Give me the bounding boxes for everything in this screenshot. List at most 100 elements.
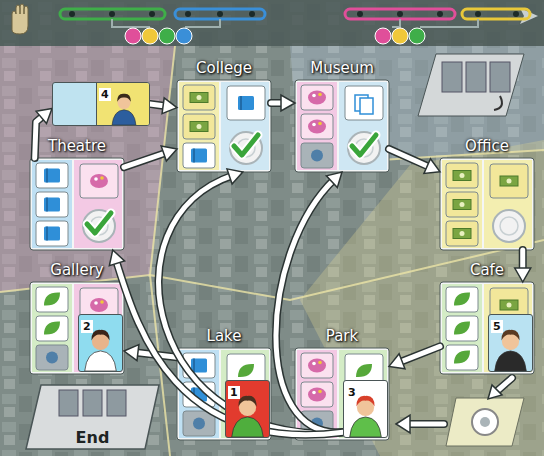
flow-arrow-outline (389, 149, 431, 168)
location-name: College (196, 59, 252, 77)
flow-arrow-head (281, 95, 295, 111)
leaf-icon (36, 316, 68, 341)
palette-icon (301, 85, 333, 110)
star-token (176, 28, 192, 44)
icon-frame (36, 192, 68, 217)
goal-target (230, 132, 262, 164)
tile-body (30, 158, 124, 250)
icon-frame (446, 287, 478, 312)
card-number: 3 (346, 386, 358, 399)
money-bill (197, 95, 202, 100)
flow-arrow-head (36, 108, 52, 123)
tile-body (295, 80, 389, 172)
money-bill (460, 202, 465, 207)
character-card: 4 (52, 82, 150, 126)
money-bill (460, 173, 465, 178)
district-pink (0, 46, 175, 292)
palette-glyph (308, 359, 326, 373)
figure-hair (91, 330, 109, 341)
grey-icon (36, 345, 68, 370)
money-bill (190, 93, 208, 103)
book-glyph (238, 96, 254, 110)
icon-frame (301, 143, 333, 168)
figure-body (85, 351, 117, 371)
tile-column (74, 160, 122, 248)
flow-arrow-line (410, 420, 444, 428)
icon-frame (183, 114, 215, 139)
palette-glyph (308, 91, 326, 105)
location-name: Gallery (50, 261, 103, 279)
flow-arrow-outline (276, 179, 343, 433)
card-slot (490, 62, 510, 92)
flow-arrow-head (161, 146, 177, 161)
icon-frame (446, 192, 478, 217)
flow-arrow (124, 146, 177, 167)
tile-body (440, 158, 534, 250)
peg (513, 11, 519, 17)
card-slot (466, 62, 486, 92)
card-slot (442, 62, 462, 92)
book-glyph (240, 96, 242, 110)
peg (437, 11, 443, 17)
peg (69, 11, 75, 17)
icon-frame (345, 86, 383, 120)
flow-arrow-head (326, 172, 342, 187)
flow-arrow (515, 250, 531, 282)
money-bill (500, 300, 518, 310)
flow-arrow-line (124, 152, 168, 167)
icon-frame (490, 164, 528, 198)
icon-frame (301, 114, 333, 139)
money-bill (197, 124, 202, 129)
token-glyph (311, 150, 323, 162)
book-icon (36, 163, 68, 188)
location-tile: Office (440, 158, 534, 250)
blue-track (175, 9, 265, 19)
palette-glyph (318, 122, 322, 126)
figure-hair (501, 330, 519, 341)
book-icon (227, 86, 265, 120)
leaf-glyph (356, 364, 372, 377)
tile-body (177, 80, 271, 172)
green-track (60, 9, 165, 19)
flow-arrow (276, 172, 343, 432)
check-mark (352, 135, 376, 155)
tile-column (484, 284, 532, 372)
check-mark (87, 213, 111, 233)
tile-column (221, 350, 269, 438)
flow-arrow-head (109, 250, 124, 266)
figure-body (112, 110, 136, 125)
pink-track (345, 9, 455, 19)
icon-frame (183, 85, 215, 110)
tile-body (30, 282, 124, 374)
leaf-glyph (44, 321, 60, 334)
book-glyph (191, 359, 207, 373)
palette-glyph (318, 390, 322, 394)
palette-glyph (318, 361, 322, 365)
location-name: Office (465, 137, 509, 155)
decor-arrows (396, 378, 512, 433)
tile-column (339, 82, 387, 170)
location-tile: Park3 (295, 348, 389, 440)
star-token (375, 28, 391, 44)
peg (249, 11, 255, 17)
figure-body (350, 417, 382, 437)
icon-frame (446, 163, 478, 188)
end-panel-outline (26, 385, 159, 449)
leaf-icon (446, 345, 478, 370)
figure-hair (117, 94, 131, 102)
icon-frame (446, 221, 478, 246)
peg (475, 11, 481, 17)
figure-body (232, 417, 264, 437)
figure-hair (356, 396, 374, 407)
peg (109, 11, 115, 17)
icon-frame (80, 164, 118, 198)
book-icon (183, 143, 215, 168)
palette-icon (301, 353, 333, 378)
star-token (392, 28, 408, 44)
icon-frame (446, 316, 478, 341)
book-icon (36, 221, 68, 246)
location-name: Theatre (48, 137, 106, 155)
